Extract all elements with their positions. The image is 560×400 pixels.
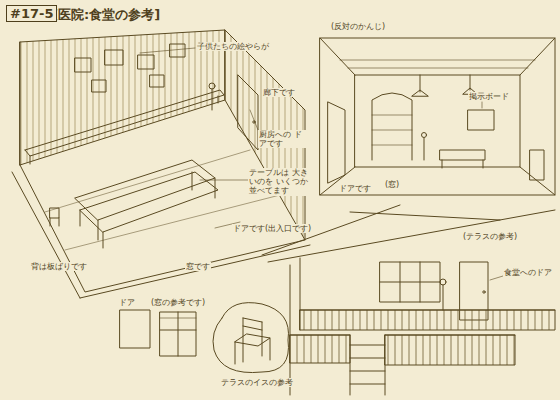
annotation-note: ドアです(出入口です) bbox=[232, 224, 312, 233]
annotation-note: 食堂へのドア bbox=[503, 268, 553, 277]
annotation-note: (窓) bbox=[384, 180, 400, 189]
annotation-note: 子供たちの絵やらが bbox=[196, 42, 270, 51]
annotation-note: 厨房への ドアです bbox=[258, 130, 310, 148]
annotation-note: テーブルは 大きいのを いくつか並べてます bbox=[248, 168, 312, 196]
annotation-note: 掲示ボード bbox=[468, 92, 510, 101]
annotation-note: ドア bbox=[118, 298, 136, 307]
annotation-note: 窓です bbox=[185, 262, 211, 271]
annotation-note: ドアです bbox=[338, 184, 372, 193]
sheet-title: [医院:食堂の参考] bbox=[52, 6, 160, 24]
annotation-note: (テラスの参考) bbox=[462, 232, 518, 241]
annotation-note: 背は板ばりです bbox=[30, 262, 88, 271]
annotation-note: (反対のかんじ) bbox=[330, 22, 386, 31]
cut-number-box: #17-5 bbox=[6, 5, 57, 22]
cut-number: #17-5 bbox=[10, 6, 53, 21]
annotation-note: (窓の参考です) bbox=[150, 298, 206, 307]
annotation-note: テラスのイスの参考 bbox=[220, 378, 294, 387]
annotation-note: 廊下です bbox=[262, 88, 296, 97]
